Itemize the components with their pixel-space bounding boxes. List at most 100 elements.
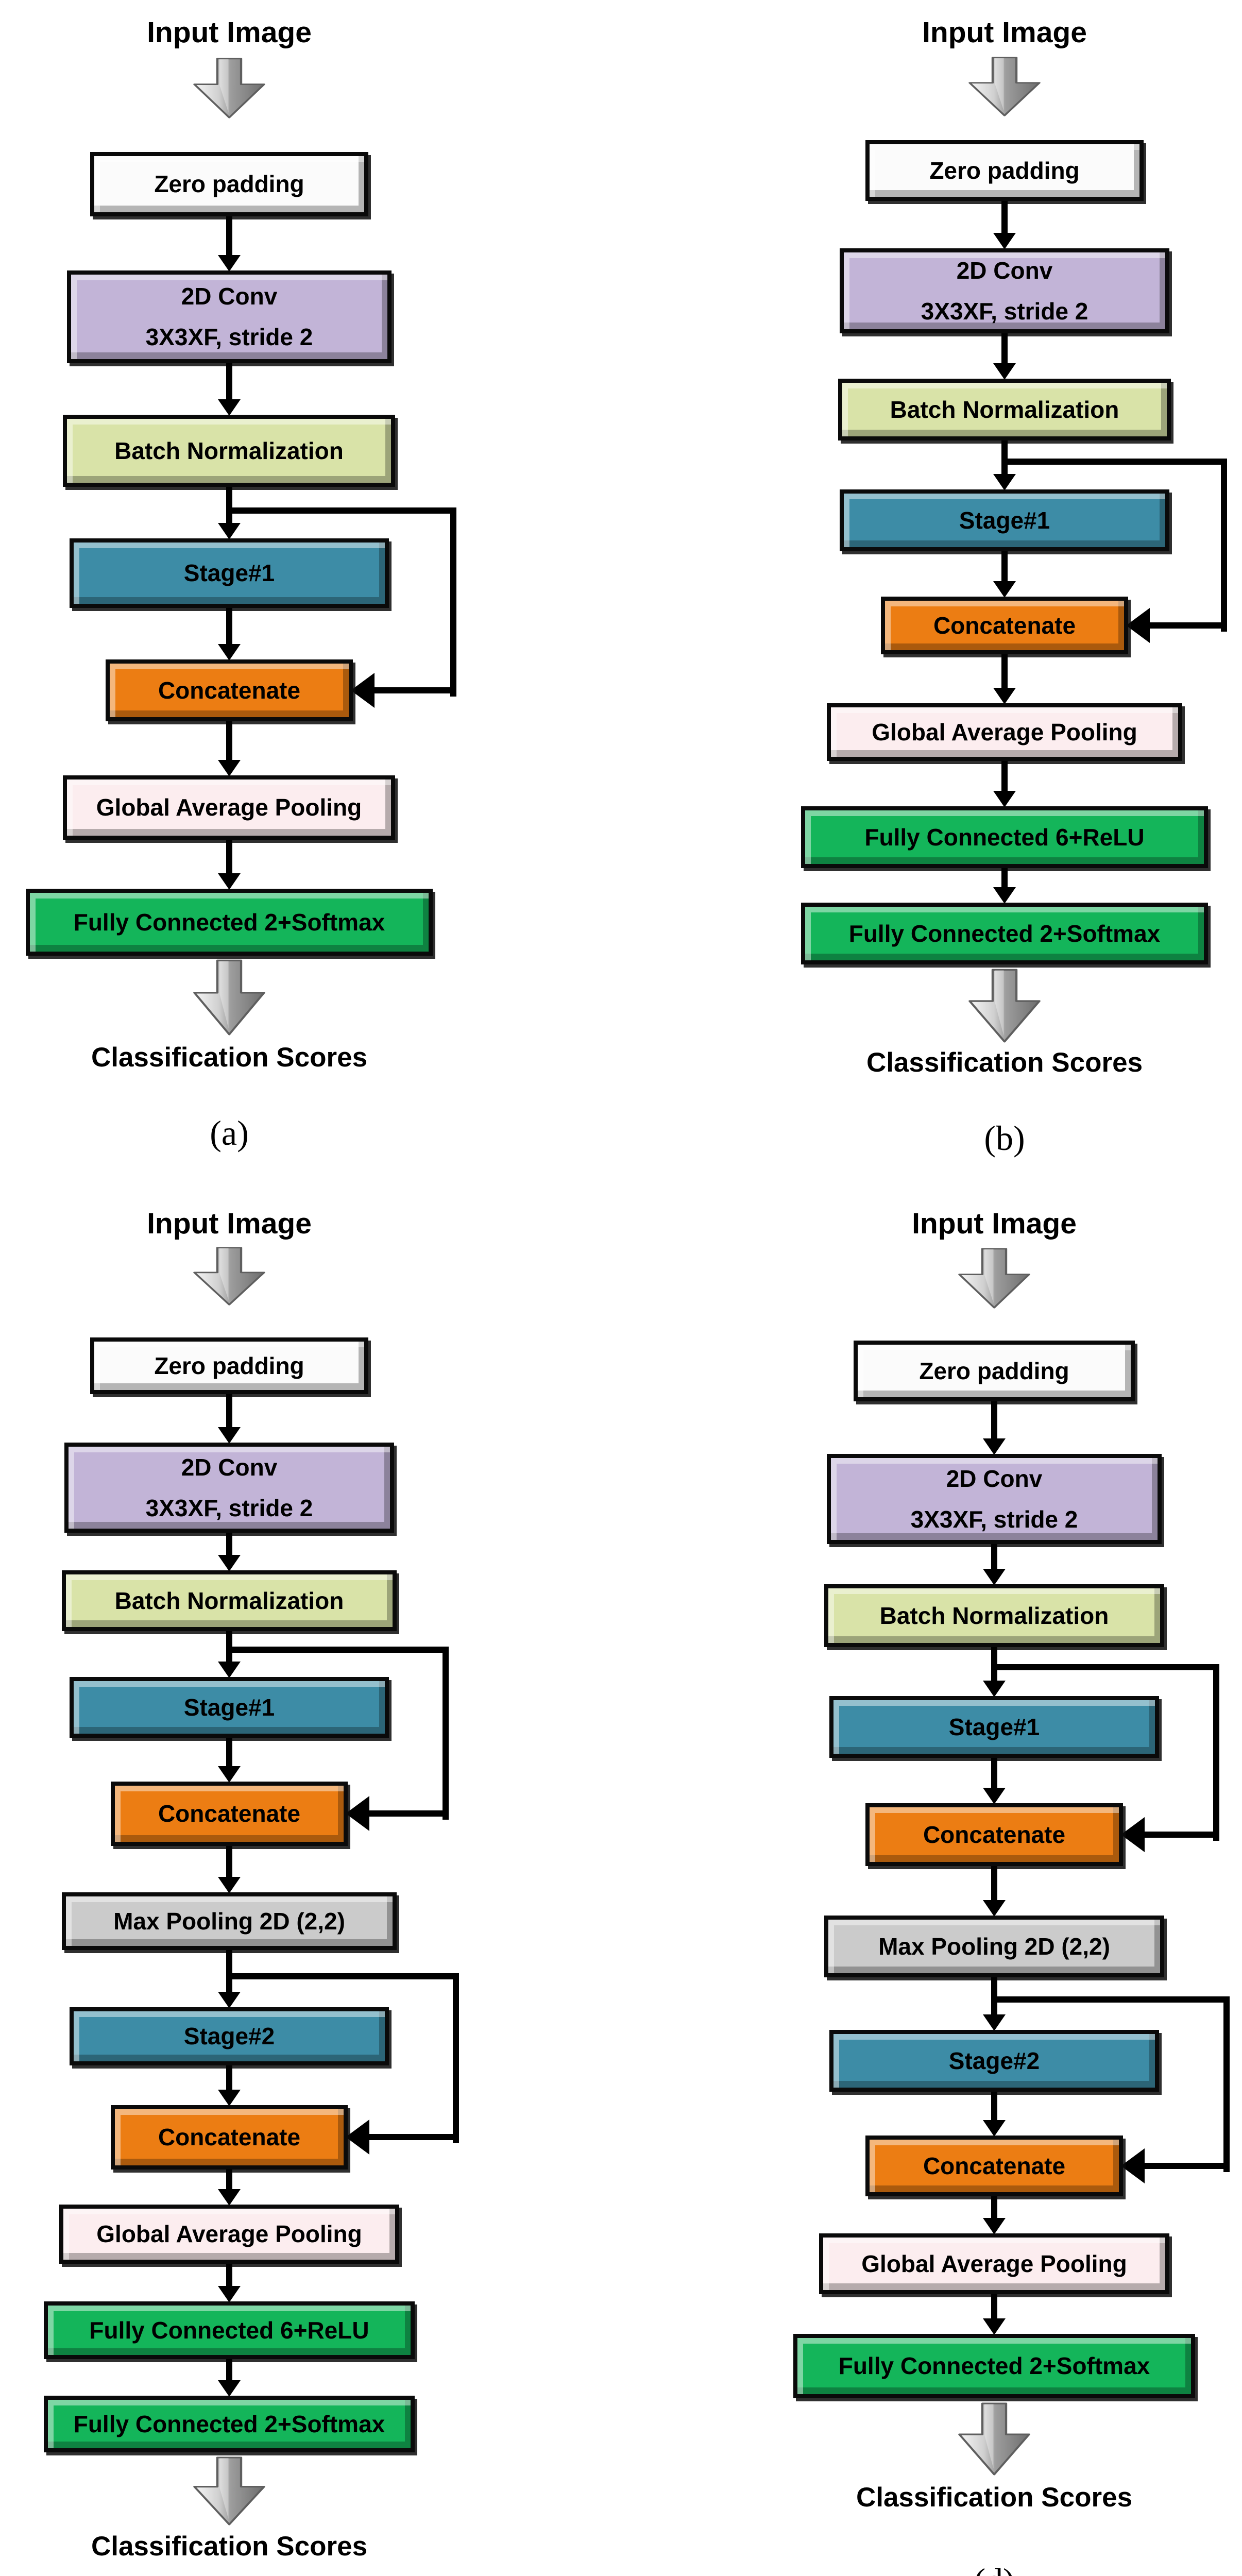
classification-scores-text: Classification Scores: [856, 2482, 1133, 2513]
zero-padding-box: Zero padding: [90, 152, 368, 216]
big-down-arrow-icon: [967, 969, 1042, 1043]
conv2d-box: 2D Conv 3X3XF, stride 2: [64, 1443, 394, 1533]
concatenate-box: Concatenate: [111, 1782, 348, 1846]
global-average-pooling-box: Global Average Pooling: [827, 703, 1182, 761]
big-down-arrow-icon: [192, 959, 266, 1036]
stage2-box: Stage#2: [829, 2030, 1159, 2092]
skip-line-segment: [1142, 1832, 1219, 1838]
flow-arrow: [226, 2359, 232, 2381]
flow-arrow: [226, 2170, 232, 2190]
skip-line-segment: [371, 687, 456, 693]
skip-arrowhead-icon: [346, 1796, 369, 1831]
flow-arrow: [226, 363, 232, 400]
skip-line-segment: [1221, 459, 1227, 632]
skip-line-segment: [366, 2134, 459, 2140]
fully-connected-softmax-box: Fully Connected 2+Softmax: [44, 2396, 415, 2452]
flow-arrow: [991, 2196, 997, 2219]
panel-label: (b): [984, 1118, 1025, 1158]
zero-padding-box: Zero padding: [854, 1341, 1135, 1401]
stage2-box: Stage#2: [70, 2007, 389, 2065]
flow-arrow: [991, 2294, 997, 2319]
fully-connected-softmax-box: Fully Connected 2+Softmax: [793, 2334, 1195, 2398]
skip-arrowhead-icon: [1121, 1817, 1145, 1852]
flow-arrow: [1001, 201, 1008, 234]
flow-arrow: [1001, 654, 1008, 689]
flow-arrow: [226, 1950, 232, 1993]
fully-connected-relu-box: Fully Connected 6+ReLU: [44, 2301, 415, 2359]
skip-line-segment: [1005, 459, 1227, 465]
conv2d-box: 2D Conv 3X3XF, stride 2: [67, 270, 392, 363]
flow-arrow: [991, 1866, 997, 1901]
conv2d-box: 2D Conv 3X3XF, stride 2: [827, 1454, 1162, 1544]
batch-normalization-box: Batch Normalization: [824, 1584, 1164, 1647]
flow-arrow: [226, 840, 232, 874]
stage1-box: Stage#1: [840, 489, 1169, 551]
fully-connected-softmax-box: Fully Connected 2+Softmax: [801, 903, 1208, 964]
flow-arrow: [226, 721, 232, 761]
skip-line-segment: [1213, 1664, 1219, 1841]
global-average-pooling-box: Global Average Pooling: [63, 775, 395, 840]
input-image-title: Input Image: [922, 16, 1087, 49]
zero-padding-box: Zero padding: [90, 1337, 368, 1394]
flow-arrow: [991, 1544, 997, 1570]
skip-line-segment: [229, 507, 456, 514]
big-down-arrow-icon: [957, 2402, 1031, 2476]
skip-line-segment: [443, 1647, 449, 1820]
fully-connected-relu-box: Fully Connected 6+ReLU: [801, 806, 1208, 868]
big-down-arrow-icon: [192, 1247, 266, 1306]
batch-normalization-box: Batch Normalization: [838, 379, 1171, 440]
classification-scores-text: Classification Scores: [91, 2531, 368, 2562]
concatenate-box: Concatenate: [865, 1803, 1123, 1866]
concatenate-box: Concatenate: [106, 659, 353, 721]
skip-line-segment: [450, 507, 456, 697]
input-image-title: Input Image: [147, 1207, 312, 1240]
skip-line-segment: [994, 1996, 1230, 2003]
classification-scores-text: Classification Scores: [866, 1047, 1143, 1078]
flow-arrow: [226, 487, 232, 524]
big-down-arrow-icon: [967, 57, 1042, 116]
diagram-a: Input Image Zero padding 2D Conv 3X3XF, …: [0, 0, 621, 1200]
flow-arrow: [226, 1738, 232, 1767]
concatenate-box: Concatenate: [865, 2136, 1123, 2196]
skip-line-segment: [453, 1973, 459, 2143]
batch-normalization-box: Batch Normalization: [63, 415, 395, 487]
stage1-box: Stage#1: [70, 1677, 389, 1738]
flow-arrow: [226, 2065, 232, 2091]
flow-arrow: [226, 1846, 232, 1878]
panel-label: (a): [210, 1113, 249, 1153]
flow-arrow: [226, 216, 232, 256]
stage1-box: Stage#1: [829, 1696, 1159, 1758]
global-average-pooling-box: Global Average Pooling: [59, 2205, 399, 2264]
batch-normalization-box: Batch Normalization: [62, 1570, 397, 1631]
max-pooling-box: Max Pooling 2D (2,2): [62, 1892, 397, 1950]
conv2d-box: 2D Conv 3X3XF, stride 2: [840, 248, 1169, 333]
diagram-b: Input Image Zero padding 2D Conv 3X3XF, …: [621, 0, 1242, 1200]
global-average-pooling-box: Global Average Pooling: [819, 2233, 1169, 2294]
flow-arrow: [991, 1401, 997, 1439]
diagram-c: Input Image Zero padding 2D Conv 3X3XF, …: [0, 1200, 621, 2576]
flow-arrow: [1001, 761, 1008, 792]
flow-arrow: [226, 1533, 232, 1556]
max-pooling-box: Max Pooling 2D (2,2): [824, 1916, 1164, 1977]
flow-arrow: [1001, 333, 1008, 364]
fully-connected-softmax-box: Fully Connected 2+Softmax: [26, 889, 433, 956]
zero-padding-box: Zero padding: [865, 140, 1144, 201]
diagram-d: Input Image Zero padding 2D Conv 3X3XF, …: [621, 1200, 1242, 2576]
panel-label: (d): [917, 2561, 1071, 2576]
concatenate-box: Concatenate: [881, 597, 1128, 654]
big-down-arrow-icon: [957, 1248, 1031, 1309]
flow-arrow: [226, 2264, 232, 2287]
flow-arrow: [991, 2092, 997, 2121]
big-down-arrow-icon: [192, 2456, 266, 2526]
stage1-box: Stage#1: [70, 538, 389, 608]
flow-arrow: [1001, 868, 1008, 888]
concatenate-box: Concatenate: [111, 2105, 348, 2170]
skip-line-segment: [366, 1810, 449, 1817]
skip-line-segment: [229, 1973, 459, 1979]
skip-arrowhead-icon: [346, 2120, 369, 2155]
skip-line-segment: [1147, 622, 1227, 629]
skip-arrowhead-icon: [351, 673, 375, 708]
flow-arrow: [226, 608, 232, 645]
skip-line-segment: [1223, 1996, 1230, 2172]
